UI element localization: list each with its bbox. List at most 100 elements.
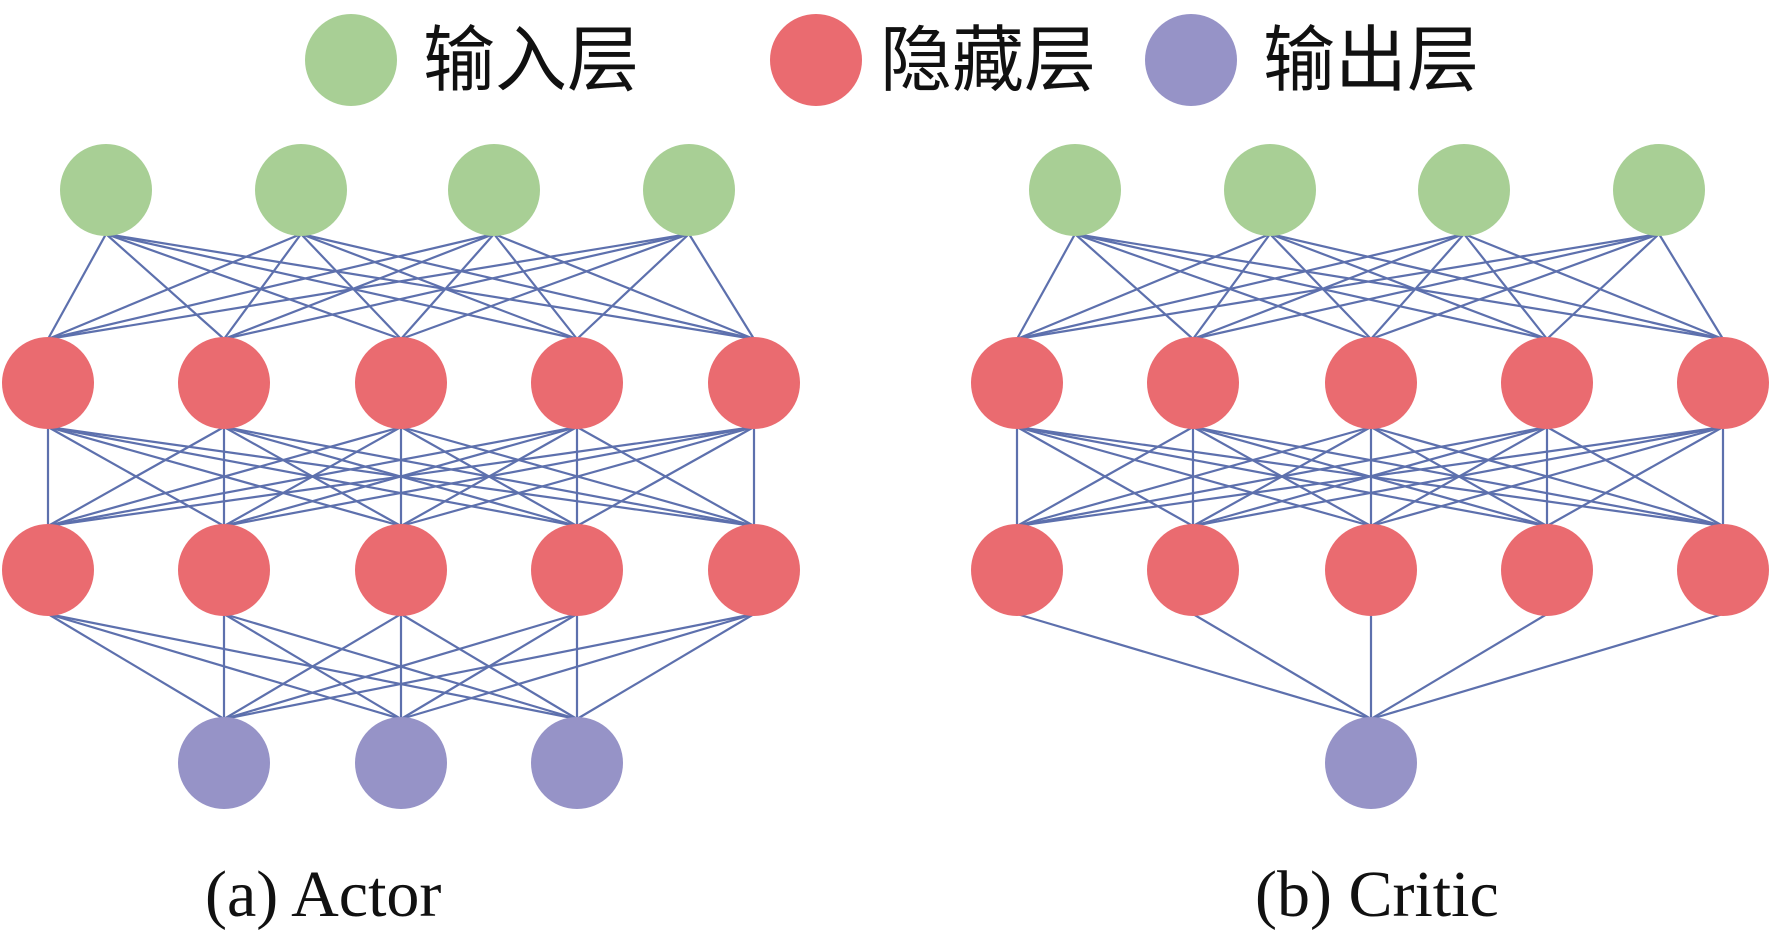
critic-input-node — [1418, 144, 1510, 236]
connection-edge — [1370, 613, 1548, 720]
connection-edge — [223, 233, 302, 340]
connection-edge — [1269, 232, 1548, 341]
connection-edge — [1074, 233, 1194, 340]
critic-hidden2-node — [1501, 524, 1593, 616]
connection-edge — [1016, 612, 1372, 721]
connection-edge — [1370, 233, 1465, 340]
critic-input-node — [1224, 144, 1316, 236]
actor-hidden1-node — [355, 337, 447, 429]
connection-edge — [47, 232, 690, 341]
connection-edge — [1370, 425, 1724, 528]
connection-edge — [1370, 612, 1724, 721]
connection-edge — [1463, 232, 1724, 341]
connection-edge — [223, 425, 755, 528]
connection-edge — [300, 232, 578, 341]
connection-edge — [1192, 425, 1724, 528]
connection-edge — [1074, 232, 1724, 341]
actor-hidden2-node — [2, 524, 94, 616]
connection-edge — [47, 425, 578, 528]
connection-edge — [688, 233, 755, 340]
connection-edge — [105, 233, 225, 340]
connection-edge — [1074, 232, 1548, 341]
connection-edge — [1016, 425, 1548, 528]
actor-nodes — [2, 144, 800, 809]
critic-hidden1-node — [971, 337, 1063, 429]
connection-edge — [47, 426, 225, 527]
connection-edge — [47, 232, 302, 341]
connection-edge — [400, 425, 755, 528]
connection-edge — [1016, 232, 1660, 341]
connection-edge — [576, 233, 690, 340]
legend: 输入层 隐藏层 输出层 — [0, 8, 1772, 108]
connection-edge — [1658, 233, 1724, 340]
critic-output-node — [1325, 717, 1417, 809]
actor-output-node — [355, 717, 447, 809]
connection-edge — [1463, 233, 1548, 340]
connection-edge — [1192, 232, 1660, 341]
actor-hidden2-node — [355, 524, 447, 616]
connection-edge — [1016, 425, 1372, 528]
connection-edge — [223, 232, 495, 341]
actor-input-node — [255, 144, 347, 236]
connection-edge — [1192, 233, 1271, 340]
critic-hidden2-node — [1325, 524, 1417, 616]
actor-hidden2-node — [708, 524, 800, 616]
connection-edge — [47, 613, 225, 720]
connection-edge — [223, 612, 578, 721]
connection-edge — [105, 232, 578, 341]
legend-label-output: 输出层 — [1263, 18, 1480, 102]
critic-hidden2-node — [1677, 524, 1769, 616]
connection-edge — [1016, 232, 1465, 341]
connection-edge — [576, 426, 755, 527]
actor-edges — [46, 232, 756, 721]
connection-edge — [1016, 425, 1724, 528]
actor-output-node — [178, 717, 270, 809]
connection-edge — [1074, 232, 1372, 341]
connection-edge — [1546, 233, 1660, 340]
connection-edge — [1016, 426, 1194, 527]
actor-hidden2-node — [531, 524, 623, 616]
connection-edge — [1192, 232, 1465, 341]
input-layer-circle-icon — [305, 14, 397, 106]
output-layer-circle-icon — [1145, 14, 1237, 106]
connection-edge — [400, 612, 755, 721]
connection-edge — [493, 233, 578, 340]
connection-edge — [223, 613, 402, 720]
connection-edge — [47, 425, 755, 528]
connection-edge — [400, 232, 690, 341]
critic-hidden1-node — [1677, 337, 1769, 429]
connection-edge — [400, 233, 495, 340]
actor-hidden1-node — [178, 337, 270, 429]
connection-edge — [223, 612, 755, 721]
connection-edge — [105, 232, 755, 341]
hidden-layer-circle-icon — [770, 14, 862, 106]
actor-hidden2-node — [178, 524, 270, 616]
critic-nodes — [971, 144, 1769, 809]
connection-edge — [1016, 232, 1271, 341]
caption-actor: (a) Actor — [205, 858, 442, 931]
connection-edge — [105, 232, 402, 341]
connection-edge — [47, 425, 402, 528]
connection-edge — [300, 232, 755, 341]
critic-input-node — [1029, 144, 1121, 236]
critic-hidden1-node — [1325, 337, 1417, 429]
connection-edge — [493, 232, 755, 341]
legend-label-hidden: 隐藏层 — [880, 18, 1097, 102]
legend-label-input: 输入层 — [423, 18, 640, 102]
connection-edge — [1269, 232, 1724, 341]
actor-hidden1-node — [531, 337, 623, 429]
actor-hidden1-node — [708, 337, 800, 429]
connection-edge — [576, 613, 755, 720]
critic-hidden1-node — [1147, 337, 1239, 429]
caption-critic: (b) Critic — [1255, 858, 1499, 931]
critic-hidden1-node — [1501, 337, 1593, 429]
critic-hidden2-node — [971, 524, 1063, 616]
connection-edge — [300, 233, 402, 340]
connection-edge — [1370, 232, 1660, 341]
connection-edge — [223, 232, 690, 341]
critic-hidden2-node — [1147, 524, 1239, 616]
connection-edge — [1192, 613, 1372, 720]
connection-edge — [1269, 233, 1372, 340]
